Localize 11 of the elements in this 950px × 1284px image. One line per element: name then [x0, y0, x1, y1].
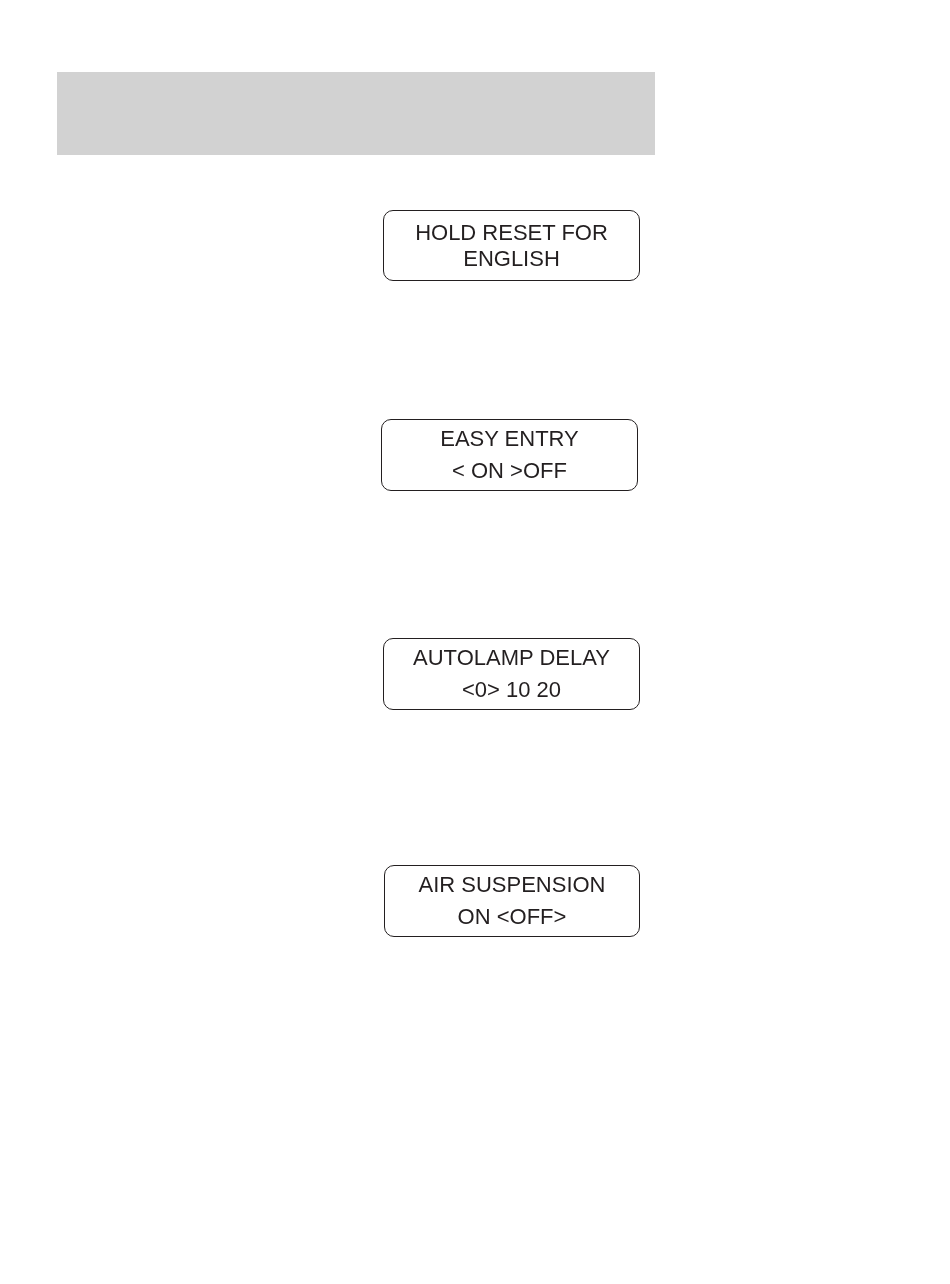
display-text: AIR SUSPENSION	[418, 872, 606, 898]
display-panel	[384, 865, 640, 937]
display-text: AUTOLAMP DELAY	[413, 645, 610, 671]
display-text: EASY ENTRY	[440, 426, 579, 452]
display-text: < ON >OFF	[452, 458, 567, 484]
display-text: HOLD RESET FOR ENGLISH	[414, 219, 609, 272]
display-panel	[383, 638, 640, 710]
display-text: ON <OFF>	[457, 904, 567, 930]
display-text: <0> 10 20	[461, 677, 562, 703]
display-panel	[383, 210, 640, 281]
display-panel	[381, 419, 638, 491]
